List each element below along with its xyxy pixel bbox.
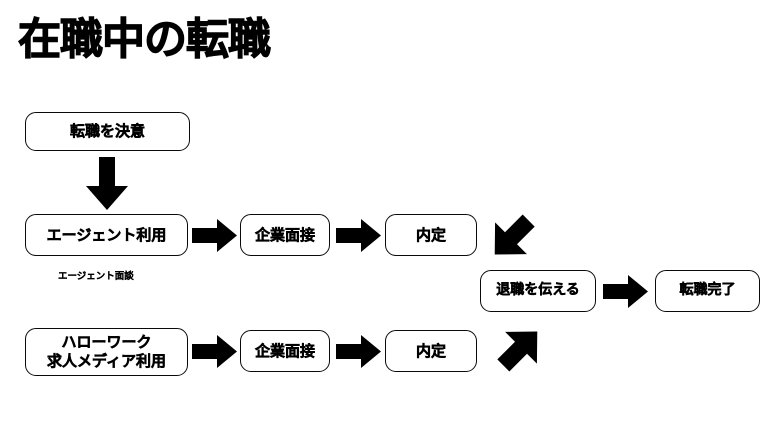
arrow-public-2-3-icon — [336, 335, 382, 368]
arrow-start-down-icon — [84, 157, 130, 211]
node-job-change-complete[interactable]: 転職完了 — [655, 270, 760, 312]
arrow-public-to-merge-icon — [487, 318, 543, 374]
node-agent-company-interview[interactable]: 企業面接 — [240, 214, 330, 256]
arrow-public-1-2-icon — [192, 335, 238, 368]
page-title: 在職中の転職 — [17, 15, 271, 65]
node-decide-job-change[interactable]: 転職を決意 — [25, 112, 190, 151]
node-hellowork-media-use[interactable]: ハローワーク 求人メディア利用 — [25, 328, 188, 376]
node-public-job-offer[interactable]: 内定 — [385, 330, 477, 372]
node-public-company-interview[interactable]: 企業面接 — [240, 330, 330, 372]
node-tell-resignation[interactable]: 退職を伝える — [480, 270, 596, 312]
caption-agent-meeting: エージェント面談 — [58, 271, 134, 282]
arrow-agent-to-merge-icon — [489, 212, 545, 268]
arrow-agent-2-3-icon — [336, 219, 382, 252]
arrow-agent-1-2-icon — [192, 219, 238, 252]
node-agent-job-offer[interactable]: 内定 — [385, 214, 477, 256]
arrow-merge-1-2-icon — [603, 275, 649, 308]
node-agent-use[interactable]: エージェント利用 — [25, 214, 188, 256]
